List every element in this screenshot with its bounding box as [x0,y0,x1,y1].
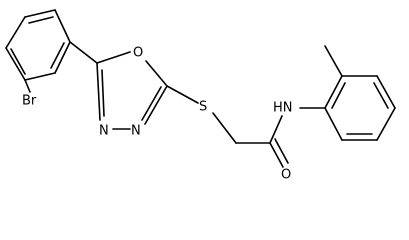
atom-o-ring-label: O [133,46,143,61]
c-br-bond [24,79,31,93]
carbonyl-double-bond-b [274,138,289,164]
atom-s-label: S [199,100,207,115]
s-ch2-bond [212,112,237,144]
atom-n-left-label: N [99,124,109,139]
atom-nh-label: HN [273,101,293,116]
molecule-structure: Br O N N S HN O [5,9,396,183]
atom-n-right-label: N [131,124,141,139]
carbonyl-double-bond-a [269,142,284,168]
methyl-bond [324,45,343,77]
bromophenyl-ring [5,9,71,81]
carbonyl-n-bond [269,115,283,144]
oxadiazole-s-bond [166,85,199,104]
atom-br-label: Br [22,94,37,109]
atom-o-carbonyl-label: O [281,168,291,183]
aryl-oxadiazole-bond [69,41,98,64]
tolyl-ring [324,75,396,141]
oxadiazole-ring [96,51,168,130]
